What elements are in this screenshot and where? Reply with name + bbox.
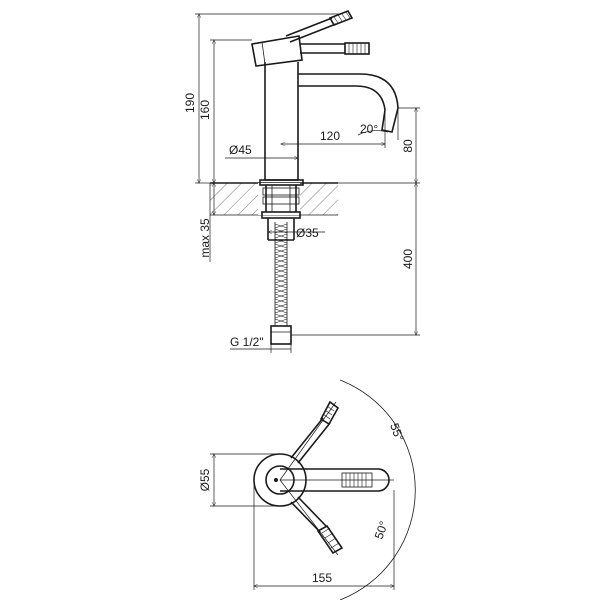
label-rotation-top: 55° <box>387 421 406 443</box>
dim-spout-reach: 120 <box>281 112 385 148</box>
hose-braid-line <box>274 273 288 279</box>
plan-handle-horizontal <box>280 468 390 492</box>
hose-braid-line <box>274 268 288 274</box>
label-body-height: 160 <box>198 100 212 120</box>
label-spout-height: 80 <box>401 139 415 153</box>
hose-braid-line <box>274 303 288 309</box>
label-spout-reach: 120 <box>320 129 340 143</box>
label-max-thickness: max 35 <box>198 218 212 258</box>
rotation-arc <box>339 379 416 600</box>
hose-braid-line <box>274 293 288 299</box>
dim-hole-diameter: Ø35 <box>268 226 325 240</box>
label-top-diameter: Ø55 <box>198 468 212 491</box>
label-spout-angle: 20° <box>360 122 378 136</box>
label-overall-length: 155 <box>312 571 332 585</box>
label-total-height: 190 <box>183 93 197 113</box>
label-hose-length: 400 <box>401 249 415 269</box>
plan-view: Ø55 55° 50° 155 <box>198 379 416 600</box>
dim-spout-angle: 20° <box>357 108 399 140</box>
hose-braid-line <box>274 298 288 304</box>
dim-body-height: 160 <box>198 40 252 183</box>
spout <box>298 73 399 133</box>
dim-hose-length: 400 <box>291 183 420 335</box>
hose-braid-line <box>274 253 288 259</box>
dim-total-height: 190 <box>183 14 340 183</box>
dim-connection: G 1/2" <box>230 335 292 353</box>
hose-braid-line <box>274 258 288 264</box>
lever-handle-angled <box>285 10 354 43</box>
side-elevation: 190 160 Ø45 120 20° 80 <box>183 10 420 353</box>
hose-braid-line <box>274 243 288 249</box>
dim-max-thickness: max 35 <box>198 183 214 262</box>
hose-braid-line <box>274 223 288 229</box>
hose-braid-line <box>274 283 288 289</box>
hose-braid-line <box>274 248 288 254</box>
lever-handle-horizontal <box>300 42 370 55</box>
label-rotation-bottom: 50° <box>372 519 391 541</box>
dim-base-diameter: Ø45 <box>225 143 298 158</box>
hose-braid-line <box>274 318 288 324</box>
plan-handle-upper <box>290 400 340 464</box>
hose-braid-line <box>274 278 288 284</box>
flexible-hose <box>270 222 292 345</box>
label-connection: G 1/2" <box>230 335 264 349</box>
hose-braid-line <box>274 288 288 294</box>
dim-overall-length: 155 <box>254 480 394 590</box>
mounting-stud <box>261 185 301 241</box>
mixer-body <box>251 35 304 186</box>
label-base-diameter: Ø45 <box>229 143 252 157</box>
hose-braid-line <box>274 238 288 244</box>
hose-braid-line <box>274 308 288 314</box>
hose-braid-line <box>274 263 288 269</box>
dim-top-diameter: Ø55 <box>198 454 280 506</box>
label-hole-diameter: Ø35 <box>296 226 319 240</box>
hose-braid-line <box>274 233 288 239</box>
plan-handle-lower <box>290 496 344 555</box>
hose-braid-line <box>274 313 288 319</box>
dim-spout-height: 80 <box>338 108 420 183</box>
